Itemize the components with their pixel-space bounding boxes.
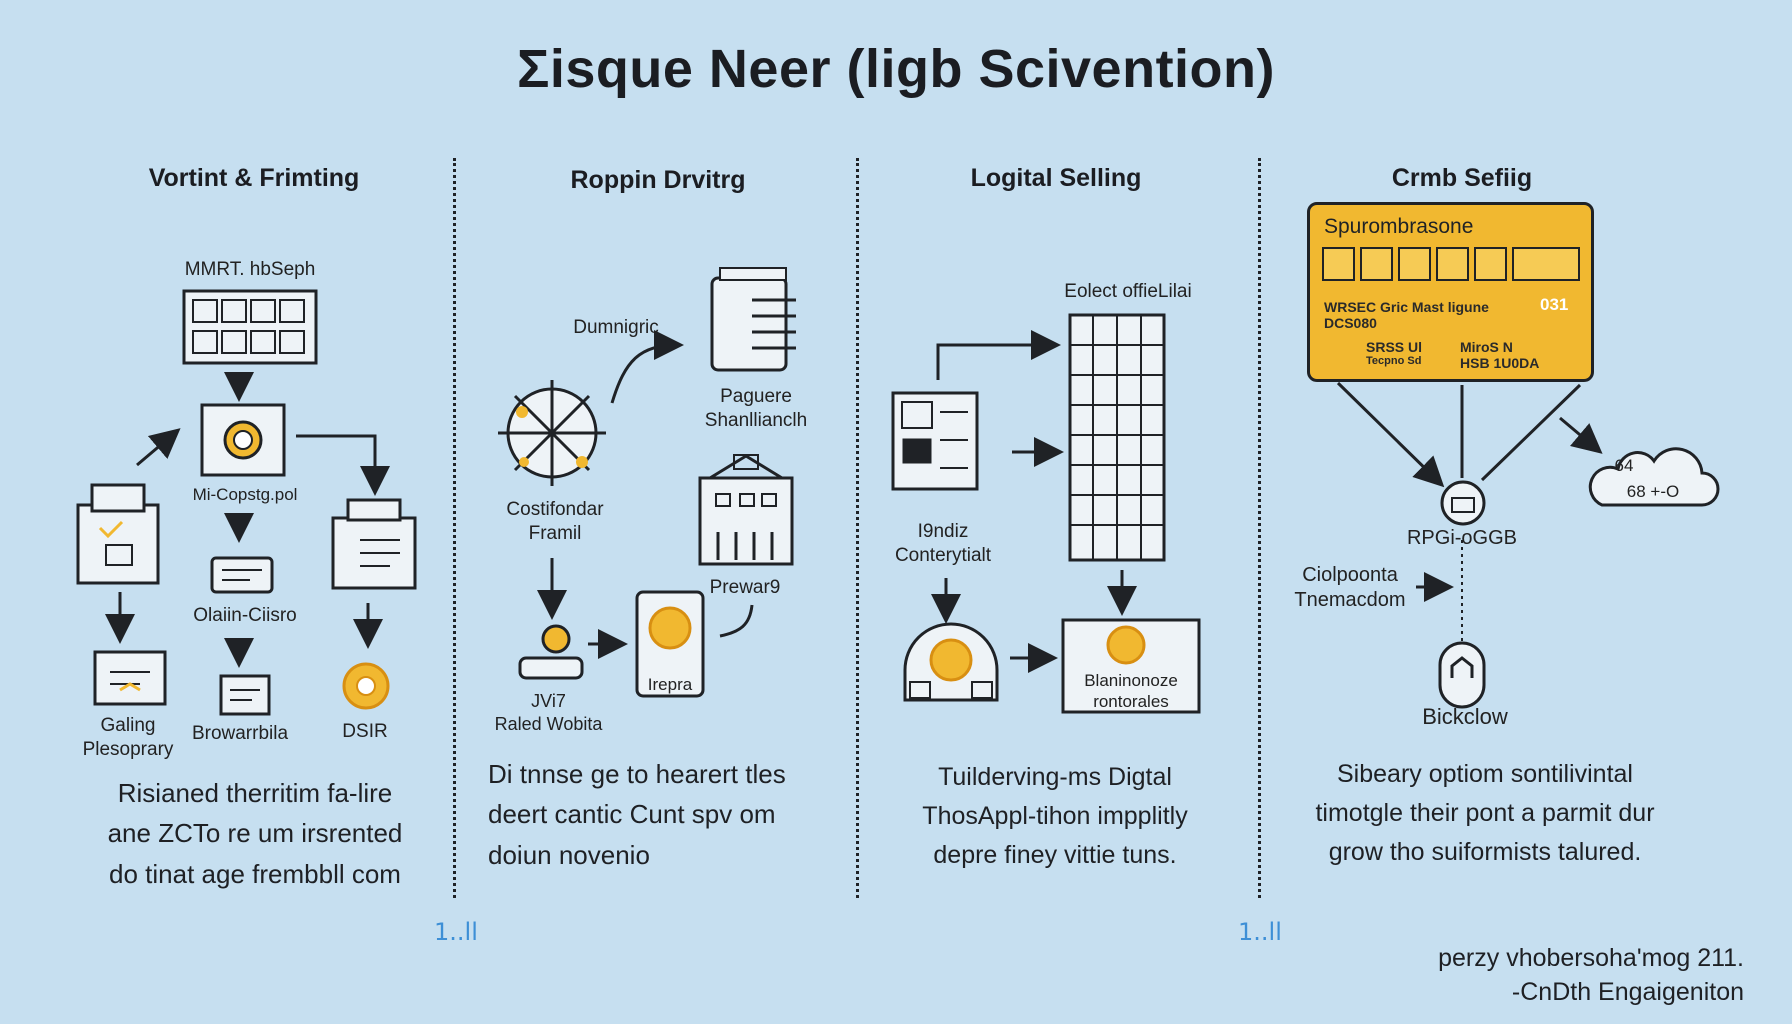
card-number: 031 [1540, 295, 1569, 314]
card-terminal-icon [210, 556, 274, 594]
network-hub-icon [498, 380, 606, 486]
column-3-body: Tuilderving-ms Digtal ThosAppl-tihon imp… [922, 763, 1188, 869]
column-divider [453, 158, 456, 898]
node-label: RPGi-oGGB [1406, 527, 1518, 549]
card-check-icon [1360, 247, 1394, 281]
card-key-icon [1474, 247, 1508, 281]
card-tree-icon [1398, 247, 1432, 281]
storefront-icon [903, 622, 999, 702]
page-title: Ʃisque Neer (ligb Scivention) [516, 39, 1276, 99]
page-marker: 1..ll [1238, 918, 1282, 946]
card-line-1b: DCS080 [1324, 315, 1377, 331]
column-heading-3: Logital Selling [970, 164, 1142, 192]
phone-icon [635, 590, 705, 698]
statement-icon [219, 674, 271, 716]
coins-label: JVi7 Raled Wobita [494, 691, 603, 734]
column-1-body: Risianed therritim fa-lire ane ZCTo re u… [107, 778, 403, 889]
right-bottom-label: DSIR [342, 721, 388, 742]
column-2-body: Di tnnse ge to hearert tles deert cantic… [488, 759, 786, 870]
grid-label: MMRT. hbSeph [184, 259, 316, 280]
pos-terminal-icon [891, 391, 979, 491]
document-stack-icon [710, 267, 796, 372]
bank-label: Prewar9 [709, 577, 781, 598]
page-marker: 1..ll [434, 918, 478, 946]
side-label: Ciolpoonta Tnemacdom [1294, 564, 1406, 611]
left-bottom-label: Galing Plesoprary [82, 715, 174, 760]
card-line-2d: HSB 1U0DA [1460, 355, 1540, 371]
gear-icon [342, 662, 390, 710]
register-icon [331, 498, 417, 590]
cloud-label-a: 64 [1614, 456, 1634, 475]
column-divider [1258, 158, 1261, 898]
card-icon-strip [1322, 247, 1581, 281]
document-grid-icon [182, 289, 318, 365]
footer: perzy vhobersoha'mog 211. -CnDth Engaige… [1250, 942, 1744, 1010]
node-icon [1440, 480, 1486, 526]
card-line-2c: Tecpno Sd [1366, 355, 1422, 367]
card-bar-icon [1512, 247, 1581, 281]
printer-icon [76, 483, 160, 585]
box-label: Blaninonoze rontorales [1084, 671, 1178, 712]
footer-line-2: -CnDth Engaigeniton [1511, 977, 1744, 1006]
arrow-label: Dumnigric [573, 317, 659, 338]
card-line-2a: SRSS Ul [1366, 339, 1423, 355]
terminal-label: I9ndiz Conterytialt [894, 521, 992, 566]
bottom-label: Bickclow [1422, 704, 1508, 729]
bank-icon [698, 454, 794, 566]
column-heading-4: Crmb Sefiig [1391, 164, 1533, 192]
card-line-2b: MiroS N [1460, 339, 1513, 355]
cloud-icon [1588, 447, 1720, 507]
card-seal-icon [1436, 247, 1470, 281]
chip-icon [200, 403, 286, 477]
footer-line-1: perzy vhobersoha'mog 211. [1438, 944, 1744, 972]
coin-icon [518, 624, 584, 680]
column-divider [856, 158, 859, 898]
cloud-label-b: 68 +-O [1626, 482, 1680, 501]
receipt-icon [93, 650, 167, 706]
column-heading-2: Roppin Drvitrg [570, 166, 746, 194]
card-badge-icon [1322, 247, 1356, 281]
hub-label: Costifondar Framil [506, 499, 604, 544]
gold-info-card: Spurombrasone WRSEC Gric Mast ligune DCS… [1307, 202, 1594, 382]
card-title: Spurombrasone [1324, 215, 1474, 238]
mid-label: Olaiin-Ciisro [193, 605, 297, 626]
docs-label: Paguere Shanllianclh [704, 386, 808, 431]
phone-label: Irepra [647, 675, 693, 694]
home-icon [1438, 641, 1486, 709]
column-heading-1: Vortint & Frimting [148, 164, 360, 192]
card-line-1: WRSEC Gric Mast ligune [1324, 299, 1489, 315]
table-label: Eolect offieLilai [1064, 281, 1192, 302]
core-label: Mi-Copstg.pol [192, 485, 298, 504]
column-4-body: Sibeary optiom sontilivintal timotgle th… [1315, 760, 1655, 866]
mid-bottom-label: Browarrbila [191, 723, 289, 744]
table-grid-icon [1068, 313, 1166, 562]
module-box-icon [1061, 618, 1201, 714]
